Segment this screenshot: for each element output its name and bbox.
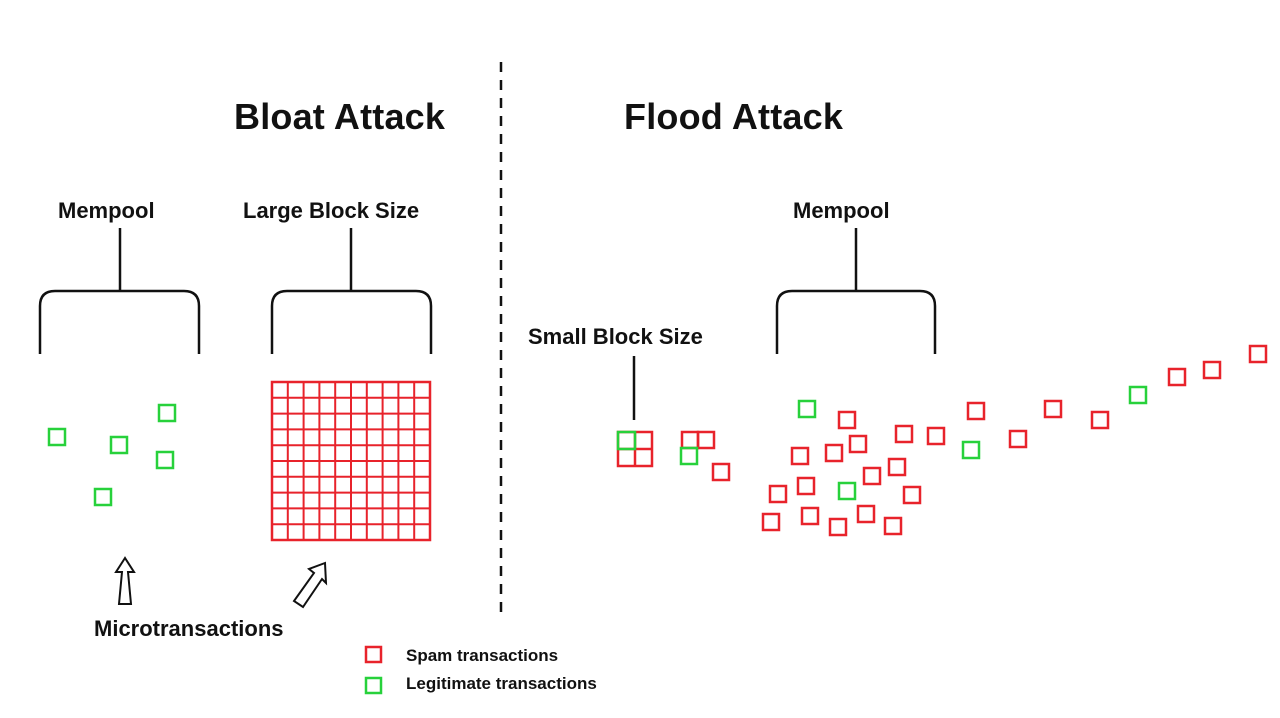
legit-transaction xyxy=(157,403,177,423)
spam-transaction xyxy=(887,457,907,477)
legit-transaction xyxy=(155,450,175,470)
spam-transaction xyxy=(1090,410,1110,430)
spam-transaction xyxy=(828,517,848,537)
spam-transaction xyxy=(894,424,914,444)
spam-transaction xyxy=(790,446,810,466)
spam-transaction xyxy=(1202,360,1222,380)
large-block-bracket xyxy=(270,228,433,354)
bloat-attack-title: Bloat Attack xyxy=(234,96,446,137)
legit-transaction xyxy=(837,481,857,501)
legit-transaction xyxy=(47,427,67,447)
spam-transaction xyxy=(856,504,876,524)
small-block-grid xyxy=(616,430,654,468)
spam-transaction xyxy=(966,401,986,421)
spam-transaction xyxy=(768,484,788,504)
legend-spam-icon xyxy=(364,645,383,664)
large-block-size-label: Large Block Size xyxy=(243,198,420,223)
spam-transaction xyxy=(680,430,700,450)
spam-transaction xyxy=(796,476,816,496)
spam-transaction xyxy=(800,506,820,526)
legend-legit-icon xyxy=(364,676,383,695)
legend-spam-text: Spam transactions xyxy=(406,646,559,665)
spam-transaction xyxy=(1008,429,1028,449)
transaction-squares xyxy=(47,344,1268,537)
flood-attack-title: Flood Attack xyxy=(624,96,844,137)
spam-transaction xyxy=(848,434,868,454)
microtransactions-label: Microtransactions xyxy=(94,616,284,641)
large-block-grid xyxy=(270,380,432,542)
spam-transaction xyxy=(824,443,844,463)
spam-transaction xyxy=(862,466,882,486)
micro-arrow-left xyxy=(114,556,136,605)
flood-mempool-label: Mempool xyxy=(793,198,890,223)
spam-transaction xyxy=(1167,367,1187,387)
spam-transaction xyxy=(696,430,716,450)
spam-transaction xyxy=(1248,344,1268,364)
spam-transaction xyxy=(1043,399,1063,419)
flood-mempool-bracket xyxy=(775,228,937,354)
legit-transaction xyxy=(679,446,699,466)
bloat-mempool-label: Mempool xyxy=(58,198,155,223)
spam-transaction xyxy=(902,485,922,505)
bloat-mempool-bracket xyxy=(38,228,201,354)
spam-transaction xyxy=(837,410,857,430)
spam-transaction xyxy=(883,516,903,536)
legit-transaction xyxy=(109,435,129,455)
micro-arrow-right xyxy=(292,561,328,609)
spam-transaction xyxy=(761,512,781,532)
small-block-size-label: Small Block Size xyxy=(528,324,703,349)
legit-transaction xyxy=(961,440,981,460)
legit-transaction xyxy=(797,399,817,419)
spam-transaction xyxy=(926,426,946,446)
legit-transaction xyxy=(93,487,113,507)
spam-transaction xyxy=(711,462,731,482)
legit-transaction xyxy=(1128,385,1148,405)
legend-legit-text: Legitimate transactions xyxy=(406,674,597,693)
